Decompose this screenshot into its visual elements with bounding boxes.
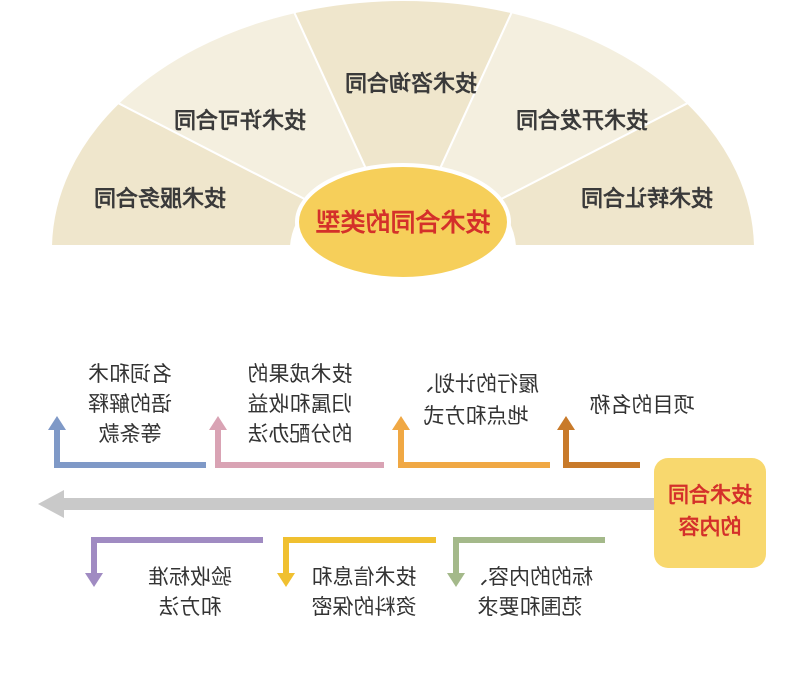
content-title-box xyxy=(654,458,766,568)
upper-item-results-ownership: 技术成果的 归属和收益 的分配办法 xyxy=(209,362,384,468)
upper-item-results-ownership-line-1: 技术成果的 xyxy=(248,362,353,386)
lower-item-confidentiality-arrowhead xyxy=(277,573,295,587)
upper-item-plan-place: 履行的计划、 地点和方式 xyxy=(392,372,550,468)
main-axis-arrowhead xyxy=(38,490,64,518)
lower-item-acceptance-arrowhead xyxy=(85,573,103,587)
main-axis-bar xyxy=(62,498,664,510)
upper-item-project-name: 项目的名称 xyxy=(557,393,695,468)
lower-item-confidentiality-line-2: 资料的保密 xyxy=(312,595,417,619)
upper-item-results-ownership-arrowhead xyxy=(209,416,227,430)
content-title-line-2: 的内容 xyxy=(679,515,742,539)
upper-item-project-name-arrowhead xyxy=(557,416,575,430)
lower-item-subject-scope-arrowhead xyxy=(447,573,465,587)
upper-item-results-ownership-line-2: 归属和收益 xyxy=(248,392,353,416)
fan-label-development: 技术开发合同 xyxy=(516,108,648,134)
lower-item-subject-scope: 标的的内容、 范围和要求 xyxy=(447,537,605,619)
fan-label-consulting: 技术咨询合同 xyxy=(345,71,477,97)
upper-item-project-name-line-1: 项目的名称 xyxy=(590,393,695,417)
lower-item-acceptance-line-1: 验收标准 xyxy=(148,565,232,589)
fan-label-license: 技术许可合同 xyxy=(174,108,306,134)
upper-item-plan-place-line-2: 地点和方式 xyxy=(424,404,529,428)
contract-types-fan: 技术服务合同 技术许可合同 技术咨询合同 技术开发合同 技术转让合同 技术合同的… xyxy=(49,0,757,281)
lower-item-confidentiality-line-1: 技术信息和 xyxy=(312,565,417,589)
upper-item-terms-definitions-line-2: 语的解释 xyxy=(88,392,172,416)
lower-item-subject-scope-line-2: 范围和要求 xyxy=(478,595,583,619)
content-title-line-1: 技术合同 xyxy=(668,483,752,507)
upper-item-plan-place-line-1: 履行的计划、 xyxy=(413,372,539,396)
fan-label-service: 技术服务合同 xyxy=(94,186,226,212)
fan-label-transfer: 技术转让合同 xyxy=(581,186,713,212)
upper-item-plan-place-arrowhead xyxy=(392,416,410,430)
contract-content-section: 技术合同 的内容 项目的名称 履行的计划、 地点和方式 技术成果的 归属和收益 … xyxy=(38,362,766,619)
lower-item-confidentiality-arrow xyxy=(283,537,436,575)
upper-item-terms-definitions-arrow xyxy=(54,428,206,468)
upper-item-results-ownership-line-3: 的分配办法 xyxy=(248,422,353,446)
upper-item-terms-definitions-line-3: 等条款 xyxy=(99,422,162,446)
lower-item-subject-scope-line-1: 标的的内容、 xyxy=(467,565,593,589)
upper-item-results-ownership-arrow xyxy=(215,428,384,468)
upper-item-plan-place-arrow xyxy=(398,428,550,468)
upper-item-terms-definitions-arrowhead xyxy=(48,416,66,430)
upper-item-terms-definitions-line-1: 名词和术 xyxy=(88,362,172,386)
lower-item-acceptance-arrow xyxy=(91,537,263,575)
lower-item-acceptance: 验收标准 和方法 xyxy=(85,537,263,619)
lower-item-acceptance-line-2: 和方法 xyxy=(159,595,222,619)
lower-item-confidentiality: 技术信息和 资料的保密 xyxy=(277,537,436,619)
upper-item-project-name-arrow xyxy=(563,428,640,468)
center-types-ellipse xyxy=(295,163,511,281)
upper-item-terms-definitions: 名词和术 语的解释 等条款 xyxy=(48,362,206,468)
center-types-label: 技术合同的类型 xyxy=(315,208,490,237)
lower-item-subject-scope-arrow xyxy=(453,537,605,575)
